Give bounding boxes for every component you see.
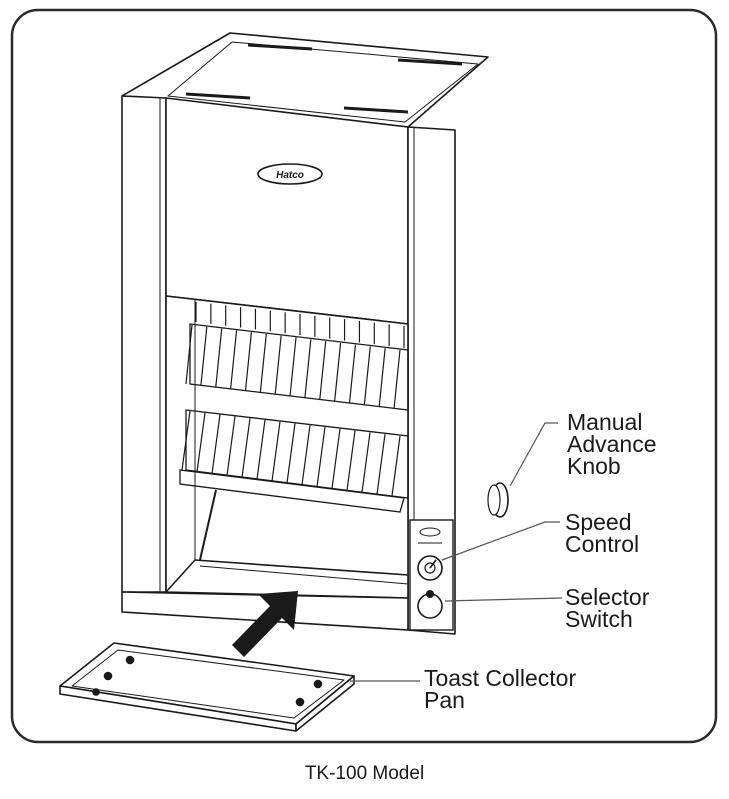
callout-line: Advance [567, 431, 657, 457]
hatco-logo [257, 163, 323, 185]
toast-collector-pan-label: Toast Collector Pan [424, 665, 577, 713]
rack-wire [229, 330, 238, 390]
logo-lettering: Hatco [276, 170, 304, 181]
callout-line: Switch [565, 606, 633, 632]
rack-wire [241, 418, 251, 478]
rack-wire [363, 346, 371, 406]
selector-switch-label: Selector Switch [565, 584, 650, 632]
rack-wire [274, 335, 282, 395]
callout-line: Speed [565, 509, 632, 535]
callout-leaders [350, 422, 563, 682]
rack-wire [391, 435, 401, 497]
callout-line: Toast Collector [424, 665, 577, 691]
callout-line: Knob [567, 453, 621, 479]
toast-collector-pan [59, 642, 355, 732]
rack-wire [393, 349, 401, 410]
rack-wire [361, 432, 371, 493]
rack-wire [378, 348, 386, 408]
rack-wire [289, 337, 297, 397]
rack-wire [316, 426, 326, 487]
insert-arrow [232, 591, 298, 657]
rack-wire [301, 425, 311, 485]
manual-advance-knob[interactable] [487, 482, 509, 518]
rack-wire [211, 414, 221, 474]
rack-wires [181, 302, 405, 497]
rack-wire [271, 421, 281, 482]
rack-wire [376, 434, 386, 495]
rack-wire [286, 423, 296, 484]
rack-wire [333, 342, 342, 402]
rack-wire [226, 416, 236, 476]
rack-wire [256, 419, 266, 480]
rack-wire [348, 344, 357, 404]
rack-wire [331, 428, 341, 489]
callout-line: Pan [424, 687, 465, 713]
conveyor-rack [179, 323, 409, 513]
rack-wire [200, 326, 208, 386]
callout-line: Control [565, 531, 640, 557]
rack-wire [259, 333, 267, 393]
toaster-body [121, 32, 489, 635]
rack-wire [244, 332, 253, 392]
rack-wire [319, 341, 327, 401]
callout-line: Selector [565, 584, 650, 610]
rack-wire [185, 324, 193, 385]
manual-advance-knob-label: Manual Advance Knob [567, 409, 657, 479]
rack-wire [346, 430, 356, 491]
selector-switch-dial[interactable] [417, 590, 443, 619]
diagram-frame [10, 8, 718, 744]
rack-wire [304, 339, 312, 399]
speed-control-label: Speed Control [565, 509, 640, 557]
rack-wire [196, 412, 206, 472]
chute-rod [199, 489, 217, 561]
rack-wire [215, 328, 223, 388]
model-caption: TK-100 Model [304, 763, 425, 784]
speed-control-dial[interactable] [417, 555, 443, 581]
callout-line: Manual [567, 409, 643, 435]
rack-wire [181, 410, 191, 471]
